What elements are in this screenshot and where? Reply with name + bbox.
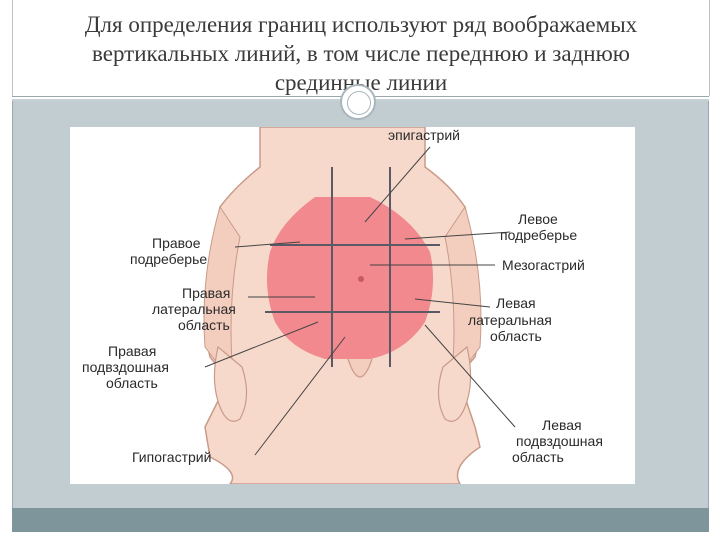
ornament-circle-icon bbox=[340, 84, 376, 120]
title-area: Для определения границ используют ряд во… bbox=[12, 0, 710, 96]
left-hand-shape bbox=[437, 345, 472, 422]
label-right-hypochondrium-1: Правое bbox=[152, 235, 201, 251]
navel-mark bbox=[358, 276, 364, 282]
label-left-hypochondrium-2: подреберье bbox=[500, 227, 578, 243]
label-left-lateral-1: Левая bbox=[496, 295, 536, 311]
label-right-iliac-2: подвздошная bbox=[82, 359, 169, 375]
leader-epigastrium bbox=[364, 146, 431, 223]
title-line-2: вертикальных линий, в том числе переднюю… bbox=[92, 41, 630, 66]
label-left-lateral-3: область bbox=[490, 328, 542, 344]
leader-left-iliac bbox=[424, 324, 516, 428]
label-left-lateral-2: латеральная bbox=[468, 312, 552, 328]
label-right-lateral-2: латеральная bbox=[152, 301, 236, 317]
leader-right-hypochondrium bbox=[234, 241, 301, 248]
leader-left-hypochondrium bbox=[404, 231, 511, 240]
label-left-hypochondrium-1: Левое bbox=[518, 211, 558, 227]
leader-right-iliac bbox=[204, 321, 319, 368]
pelvis-outline bbox=[347, 358, 373, 378]
label-right-iliac-3: область bbox=[106, 375, 158, 391]
title-line-1: Для определения границ используют ряд во… bbox=[84, 12, 638, 37]
leader-hypogastrium bbox=[254, 336, 346, 456]
abdomen-regions-figure: эпигастрий Левое подреберье Правое подре… bbox=[70, 127, 635, 484]
label-left-iliac-2: подвздошная bbox=[516, 433, 603, 449]
label-right-lateral-3: область bbox=[178, 317, 230, 333]
label-right-hypochondrium-2: подреберье bbox=[130, 251, 208, 267]
label-right-iliac-1: Правая bbox=[108, 343, 157, 359]
footer-bar bbox=[12, 508, 709, 532]
torso-illustration bbox=[203, 127, 516, 484]
leader-left-lateral bbox=[414, 298, 491, 308]
abdominal-regions-shape bbox=[266, 197, 434, 359]
right-hand-shape bbox=[213, 345, 248, 422]
label-mesogastrium: Мезогастрий bbox=[502, 257, 585, 273]
label-left-iliac-3: область bbox=[512, 449, 564, 465]
slide-title: Для определения границ используют ряд во… bbox=[13, 10, 709, 97]
label-left-iliac-1: Левая bbox=[542, 417, 582, 433]
label-epigastrium: эпигастрий bbox=[388, 127, 460, 143]
label-right-lateral-1: Правая bbox=[182, 285, 231, 301]
leader-lines bbox=[204, 146, 516, 456]
label-hypogastrium: Гипогастрий bbox=[132, 449, 212, 465]
